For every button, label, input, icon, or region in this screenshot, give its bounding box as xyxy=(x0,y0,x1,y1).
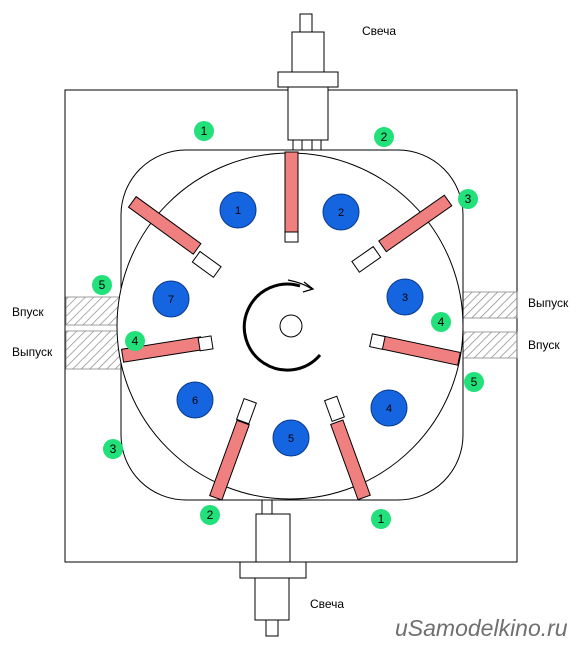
port-left-intake xyxy=(65,296,123,326)
chamber-3: 3 xyxy=(386,278,424,316)
marker-1-top: 1 xyxy=(194,121,214,141)
marker-4-left: 4 xyxy=(125,331,145,351)
svg-text:3: 3 xyxy=(402,292,408,304)
spark-plug-label-top: Свеча xyxy=(362,24,396,38)
vane-top-left xyxy=(127,195,222,279)
spark-plug-bottom xyxy=(239,499,307,637)
svg-text:2: 2 xyxy=(207,508,214,522)
marker-2-bottom: 2 xyxy=(200,505,220,525)
chamber-6: 6 xyxy=(176,381,214,419)
marker-3-left: 3 xyxy=(103,439,123,459)
vane-bottom-left xyxy=(209,397,257,501)
marker-2-top: 2 xyxy=(374,127,394,147)
svg-text:3: 3 xyxy=(110,442,117,456)
center-shaft xyxy=(279,314,303,338)
marker-4-right: 4 xyxy=(431,312,451,332)
svg-text:5: 5 xyxy=(288,433,294,445)
svg-text:2: 2 xyxy=(381,130,388,144)
port-right-intake xyxy=(460,331,518,359)
chamber-5: 5 xyxy=(272,419,310,457)
marker-5-right: 5 xyxy=(464,372,484,392)
svg-text:2: 2 xyxy=(338,207,344,219)
left-intake-label: Впуск xyxy=(12,305,44,319)
vane-left xyxy=(120,335,214,363)
svg-text:5: 5 xyxy=(99,278,106,292)
marker-5-left: 5 xyxy=(92,275,112,295)
chamber-7: 7 xyxy=(152,280,190,318)
svg-text:4: 4 xyxy=(132,334,139,348)
right-intake-label: Впуск xyxy=(528,338,560,352)
svg-text:4: 4 xyxy=(438,315,445,329)
marker-3-right: 3 xyxy=(458,189,478,209)
svg-text:1: 1 xyxy=(235,205,241,217)
chamber-4: 4 xyxy=(370,389,408,427)
chamber-1: 1 xyxy=(219,191,257,229)
svg-text:7: 7 xyxy=(168,294,174,306)
right-exhaust-label: Выпуск xyxy=(528,296,569,310)
left-exhaust-label: Выпуск xyxy=(12,345,53,359)
svg-text:4: 4 xyxy=(386,403,392,415)
port-left-exhaust xyxy=(65,330,123,370)
watermark: uSamodelkino.ru xyxy=(395,615,568,641)
chamber-2: 2 xyxy=(322,193,360,231)
vane-top xyxy=(284,151,299,243)
svg-text:5: 5 xyxy=(471,375,478,389)
marker-1-bottom: 1 xyxy=(371,509,391,529)
port-right-exhaust xyxy=(460,291,518,319)
spark-plug-top xyxy=(277,13,339,151)
spark-plug-label-bottom: Свеча xyxy=(310,597,344,611)
svg-text:3: 3 xyxy=(465,192,472,206)
vane-right xyxy=(369,333,461,366)
svg-text:1: 1 xyxy=(201,124,208,138)
svg-text:6: 6 xyxy=(192,395,198,407)
clockwise-arrow-icon xyxy=(242,279,322,372)
vane-top-right xyxy=(351,194,453,273)
svg-text:1: 1 xyxy=(378,512,385,526)
vane-bottom-right xyxy=(323,395,371,501)
